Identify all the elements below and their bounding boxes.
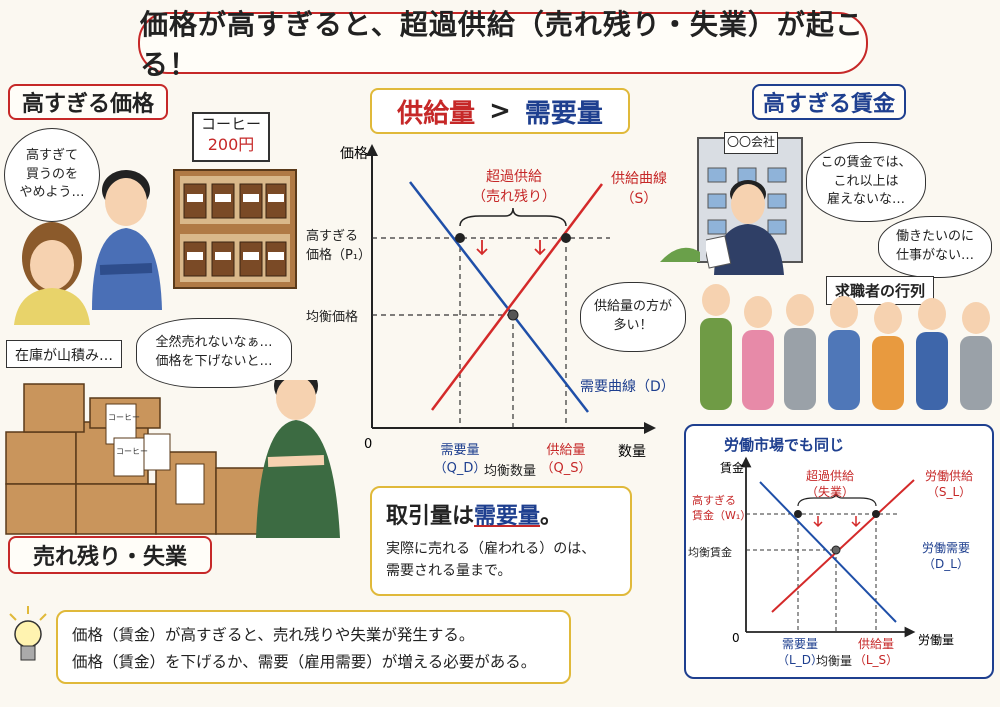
heading-demand: 需要量 xyxy=(524,98,603,129)
manager-speech-bubble: この賃金では、 これ以上は 雇えないな… xyxy=(806,142,926,222)
high-wage-axis-label: 高すぎる 賃金（W₁） xyxy=(692,494,752,522)
transaction-info-box: 取引量は需要量。 実際に売れる（雇われる）のは、 需要される量まで。 xyxy=(370,486,632,596)
summary-line-1: 価格（賃金）が高すぎると、売れ残りや失業が発生する。 xyxy=(72,626,475,644)
manager-illustration xyxy=(706,180,784,275)
demand-point-high-price xyxy=(455,233,465,243)
info-body: 実際に売れる（雇われる）のは、 需要される量まで。 xyxy=(386,541,596,580)
info-title-suffix: 。 xyxy=(540,504,563,529)
supply-curve-label: 供給曲線 （S） xyxy=(611,171,667,207)
summary-line-2: 価格（賃金）を下げるか、需要（雇用需要）が増える必要がある。 xyxy=(72,653,537,672)
labor-equilibrium-point xyxy=(831,545,841,555)
job-seekers-speech-bubble: 働きたいのに 仕事がない… xyxy=(878,216,992,278)
high-wage-label: 高すぎる賃金 xyxy=(752,84,906,120)
stacked-boxes-illustration: コーヒー コーヒー xyxy=(5,380,340,538)
heading-operator: > xyxy=(489,96,511,126)
info-title-emphasis: 需要量 xyxy=(474,504,541,529)
unemployment-brace xyxy=(797,491,877,507)
supply-exceeds-bubble: 供給量の方が 多い！ xyxy=(580,282,686,352)
labor-demanded-label: 需要量 （L_D） xyxy=(777,637,823,668)
company-sign: 〇〇会社 xyxy=(724,132,778,154)
quantity-supplied-label: 供給量 （Q_S） xyxy=(540,443,592,477)
labor-demand-curve xyxy=(759,481,897,623)
equilibrium-price-label: 均衡価格 xyxy=(306,310,359,325)
job-seekers-queue-illustration xyxy=(700,284,992,410)
labor-demand-label: 労働需要 （D_L） xyxy=(921,541,970,572)
labor-supply-curve xyxy=(771,479,915,613)
heading-supply: 供給量 xyxy=(397,98,476,129)
unsold-unemployment-label: 売れ残り・失業 xyxy=(8,536,212,574)
y-axis-label: 価格 xyxy=(340,146,368,162)
clerk-speech-bubble: 全然売れないなぁ… 価格を下げないと… xyxy=(136,318,292,388)
summary-note: 価格（賃金）が高すぎると、売れ残りや失業が発生する。 価格（賃金）を下げるか、需… xyxy=(56,610,571,684)
supply-curve xyxy=(431,183,603,411)
coffee-shelf-illustration xyxy=(173,169,297,289)
customer-speech-bubble: 高すぎて 買うのを やめよう… xyxy=(4,128,100,222)
excess-supply-label: 超過供給 （売れ残り） xyxy=(472,169,556,205)
lightbulb-icon xyxy=(9,606,47,661)
labor-market-chart: 賃金 労働量 0 xyxy=(720,456,954,647)
equilibrium-point xyxy=(507,309,519,321)
demand-curve-label: 需要曲線（D） xyxy=(580,379,675,395)
page-title: 価格が高すぎると、超過供給（売れ残り・失業）が起こる！ xyxy=(138,8,868,81)
demand-curve xyxy=(409,181,589,413)
origin-label: 0 xyxy=(364,437,372,452)
quantity-demanded-label: 需要量 （Q_D） xyxy=(433,443,487,477)
high-price-axis-label: 高すぎる 価格（P₁） xyxy=(306,229,372,263)
labor-origin-label: 0 xyxy=(732,631,740,645)
excess-supply-brace xyxy=(459,207,567,227)
stock-label: 在庫が山積み… xyxy=(6,340,122,368)
info-title-prefix: 取引量は xyxy=(386,504,475,529)
x-axis-label: 数量 xyxy=(618,444,646,460)
sign-product-name: コーヒー xyxy=(200,115,261,133)
info-title: 取引量は需要量。 xyxy=(386,498,616,530)
comparison-heading: 供給量 > 需要量 xyxy=(370,88,630,134)
price-sign: コーヒー 200円 xyxy=(192,112,270,162)
unemployment-label: 超過供給 （失業） xyxy=(805,469,854,500)
supply-point-high-price xyxy=(561,233,571,243)
labor-market-title: 労働市場でも同じ xyxy=(724,436,845,454)
labor-supply-point xyxy=(872,510,880,518)
labor-supplied-label: 供給量 （L_S） xyxy=(853,637,899,668)
customers-illustration xyxy=(14,170,162,325)
equilibrium-wage-label: 均衡賃金 xyxy=(688,546,732,559)
labor-y-axis-label: 賃金 xyxy=(720,460,744,475)
labor-equilibrium-label: 均衡量 xyxy=(816,654,853,668)
labor-demand-point xyxy=(794,510,802,518)
high-price-label: 高すぎる価格 xyxy=(8,84,168,120)
box-product-label-1: コーヒー xyxy=(108,413,140,422)
sign-price: 200円 xyxy=(207,135,255,155)
equilibrium-quantity-label: 均衡数量 xyxy=(484,464,537,479)
box-product-label-2: コーヒー xyxy=(116,447,148,456)
supply-demand-chart: 価格 数量 0 xyxy=(340,144,656,460)
labor-supply-label: 労働供給 （S_L） xyxy=(924,469,973,500)
labor-x-axis-label: 労働量 xyxy=(918,633,954,647)
